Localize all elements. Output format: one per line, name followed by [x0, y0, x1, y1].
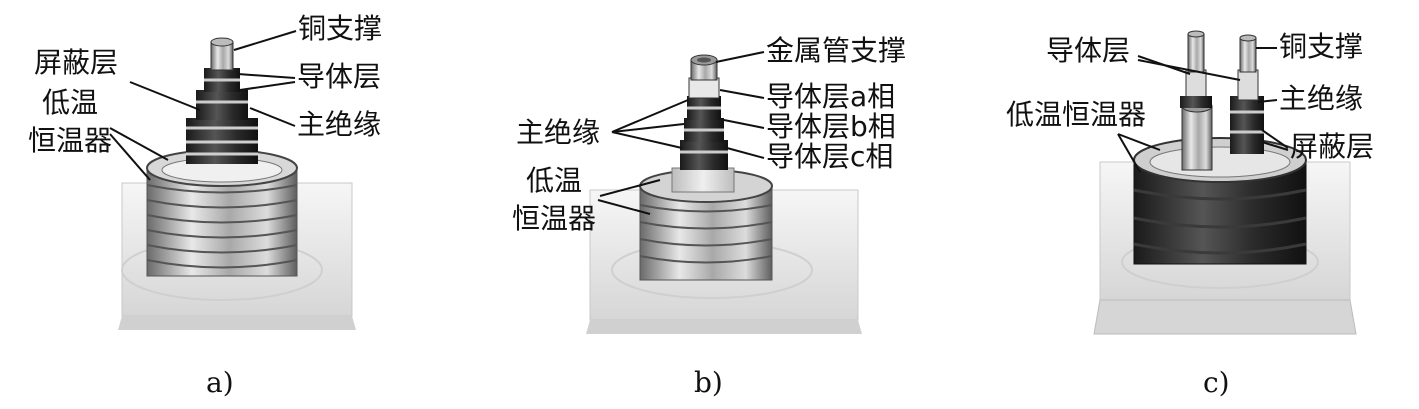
label-a-main-insulation: 主绝缘	[297, 108, 381, 141]
label-a-cryostat-line2: 恒温器	[28, 124, 112, 157]
caption-b: b)	[694, 366, 723, 399]
panel-c-model	[1093, 30, 1357, 335]
label-c-cryostat: 低温恒温器	[1006, 98, 1146, 131]
panel-a-model	[118, 37, 356, 330]
label-b-cryostat-line1: 低温	[526, 164, 582, 197]
panel-c-copper-core-left	[1187, 33, 1205, 73]
label-b-conductor-b: 导体层b相	[766, 110, 896, 143]
label-a-conductor-layer: 导体层	[297, 60, 381, 93]
label-b-cryostat-line2: 恒温器	[512, 202, 596, 235]
label-c-main-insulation: 主绝缘	[1279, 82, 1363, 115]
panel-c-copper-core-right	[1239, 37, 1257, 73]
label-c-copper-support: 铜支撑	[1279, 30, 1363, 63]
caption-a: a)	[206, 366, 234, 399]
label-b-conductor-c: 导体层c相	[766, 140, 893, 173]
label-c-conductor-layer: 导体层	[1046, 34, 1130, 67]
panel-c-labels: 导体层 铜支撑 主绝缘 低温恒温器 屏蔽层 c)	[1006, 30, 1374, 399]
panel-b-labels: 金属管支撑 导体层a相 导体层b相 导体层c相 主绝缘 低温 恒温器 b)	[512, 34, 906, 399]
label-a-copper-support: 铜支撑	[298, 12, 382, 45]
label-b-conductor-a: 导体层a相	[766, 80, 895, 113]
label-b-metal-tube-support: 金属管支撑	[766, 34, 906, 67]
label-a-shield-layer: 屏蔽层	[34, 46, 118, 79]
caption-c: c)	[1203, 366, 1230, 399]
panel-b-model	[586, 54, 862, 334]
label-c-shield-layer: 屏蔽层	[1290, 130, 1374, 163]
panel-a-labels: 铜支撑 屏蔽层 导体层 主绝缘 低温 恒温器 a)	[28, 12, 382, 399]
label-b-main-insulation: 主绝缘	[516, 116, 600, 149]
label-a-cryostat-line1: 低温	[42, 86, 98, 119]
